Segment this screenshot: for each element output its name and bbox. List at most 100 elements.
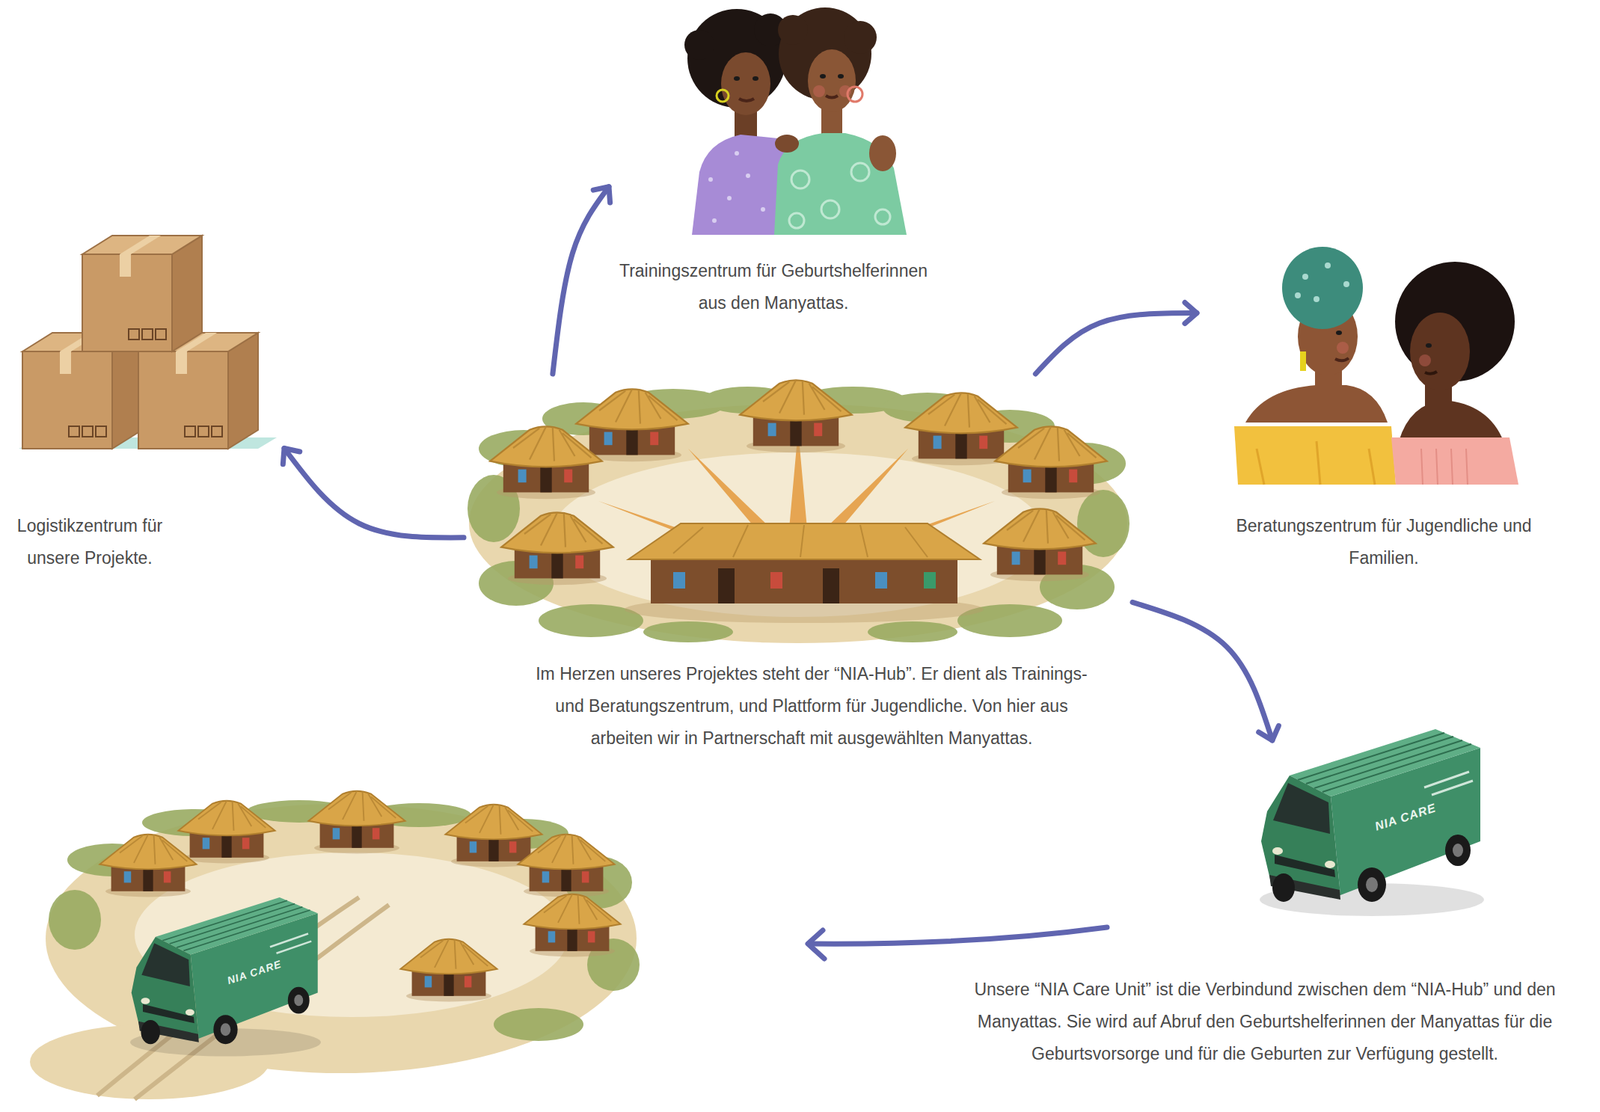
midwives-illustration-part bbox=[847, 86, 863, 102]
manyatta-village-part bbox=[517, 834, 615, 898]
van-label: NIA CARE bbox=[225, 958, 283, 987]
illustration-space bbox=[935, 740, 1597, 974]
midwives-illustration-part bbox=[869, 135, 897, 172]
hub-village-part bbox=[770, 572, 783, 589]
van-route-arrow-part bbox=[807, 930, 825, 959]
illustration-space bbox=[608, 3, 939, 256]
youth-illustration-part bbox=[1282, 246, 1363, 330]
connector-arrow bbox=[284, 448, 464, 539]
hub-village-part bbox=[875, 572, 888, 589]
caption-text: Unsere “NIA Care Unit” ist die Verbindun… bbox=[943, 973, 1587, 1071]
midwives-illustration-part-part bbox=[760, 207, 766, 212]
hub-village-part bbox=[650, 557, 958, 604]
youth-illustration-part-part bbox=[1313, 296, 1320, 303]
caption-text: Logistikzentrum für unsere Projekte. bbox=[3, 510, 176, 575]
caption-text: Trainingszentrum für Geburtshelferinnen … bbox=[612, 255, 935, 320]
youth-illustration-part bbox=[1421, 448, 1468, 485]
hub-village-part bbox=[739, 379, 852, 453]
caption-text: Im Herzen unseres Projektes steht der “N… bbox=[527, 658, 1096, 755]
midwives-illustration-part-part bbox=[734, 151, 740, 156]
midwives-illustration-part bbox=[843, 20, 877, 54]
hub-village-part bbox=[923, 572, 936, 589]
illustration-space bbox=[463, 374, 1133, 659]
hub-village bbox=[467, 379, 1130, 644]
youth-illustration-part bbox=[1335, 358, 1349, 361]
hub-village-part bbox=[489, 426, 603, 499]
midwives-illustration-part bbox=[721, 52, 771, 116]
training-center-node: Trainingszentrum für Geburtshelferinnen … bbox=[608, 3, 939, 320]
manyatta-village-part bbox=[130, 897, 321, 1057]
midwives-illustration-part-part bbox=[727, 195, 732, 201]
midwives-illustration-part-part bbox=[712, 218, 717, 223]
care-unit-node: Unsere “NIA Care Unit” ist die Verbindun… bbox=[935, 740, 1597, 1071]
van-label: NIA CARE bbox=[1373, 801, 1438, 834]
hub-village-part bbox=[501, 512, 614, 585]
midwives-illustration-part-part bbox=[708, 177, 713, 182]
youth-illustration-part bbox=[1410, 312, 1470, 391]
midwives-illustration-part bbox=[789, 163, 891, 229]
van-route-arrow-part bbox=[809, 927, 1108, 944]
midwives-illustration-part-part bbox=[791, 170, 810, 189]
youth-illustration-part bbox=[1256, 441, 1375, 485]
youth-illustration-part bbox=[1335, 330, 1342, 336]
midwives-illustration-part-part bbox=[821, 200, 840, 219]
manyatta-village-part bbox=[99, 834, 196, 898]
manyatta-village bbox=[29, 791, 640, 1100]
manyatta-village-part-part bbox=[493, 1008, 584, 1042]
youth-illustration-part bbox=[1424, 371, 1437, 375]
connector-arrow bbox=[552, 187, 609, 375]
manyatta-village-part bbox=[400, 939, 497, 1003]
care-van bbox=[1259, 729, 1485, 917]
midwives-illustration bbox=[684, 7, 907, 235]
youth-illustration-part bbox=[1418, 354, 1431, 367]
cardboard-boxes bbox=[18, 235, 277, 449]
midwives-illustration-part bbox=[837, 74, 844, 79]
midwives-illustration-part bbox=[739, 98, 754, 101]
manyatta-village-part bbox=[178, 801, 275, 864]
youth-illustration bbox=[1234, 246, 1519, 485]
manyatta-village-part-part bbox=[48, 890, 101, 950]
youth-illustration-part-part bbox=[1294, 292, 1301, 299]
youth-illustration-part bbox=[1294, 262, 1350, 303]
hub-village-part bbox=[575, 388, 689, 462]
hub-village-part bbox=[905, 392, 1018, 466]
hub-node: Im Herzen unseres Projektes steht der “N… bbox=[463, 374, 1133, 755]
logistics-center-node: Logistikzentrum für unsere Projekte. bbox=[3, 224, 285, 575]
van-route-arrow bbox=[807, 927, 1108, 959]
midwives-illustration-part bbox=[716, 89, 729, 102]
youth-illustration-part-part bbox=[1343, 281, 1350, 288]
midwives-illustration-part bbox=[839, 85, 852, 98]
connector-arrow bbox=[1035, 313, 1197, 375]
counseling-center-node: Beratungszentrum für Jugendliche und Fam… bbox=[1196, 239, 1571, 575]
hub-village-part bbox=[983, 508, 1096, 582]
midwives-illustration-part bbox=[774, 134, 799, 153]
midwives-illustration-part-part bbox=[789, 213, 805, 229]
midwives-illustration-part-part bbox=[745, 173, 751, 179]
hub-village-part-part bbox=[1077, 489, 1130, 558]
caption-text: Beratungszentrum für Jugendliche und Fam… bbox=[1226, 510, 1541, 575]
hub-village-part bbox=[673, 572, 686, 589]
youth-illustration-part bbox=[1391, 437, 1519, 485]
hub-village-part bbox=[628, 523, 980, 560]
midwives-illustration-part bbox=[684, 29, 715, 60]
midwives-illustration-part bbox=[777, 14, 808, 45]
illustration-space bbox=[1196, 239, 1571, 511]
youth-illustration-part bbox=[1300, 351, 1307, 372]
hub-village-part bbox=[718, 568, 735, 604]
midwives-illustration-part bbox=[813, 85, 826, 98]
midwives-illustration-part-part bbox=[875, 209, 891, 225]
youth-illustration-part-part bbox=[1302, 273, 1309, 280]
cardboard-boxes-part bbox=[82, 235, 202, 352]
hub-village-part bbox=[822, 568, 840, 604]
youth-illustration-part bbox=[1425, 343, 1432, 348]
midwives-illustration-part bbox=[807, 49, 856, 113]
youth-illustration-part bbox=[1336, 341, 1349, 354]
manyatta-village-part bbox=[308, 791, 405, 855]
midwives-illustration-part bbox=[774, 133, 907, 235]
hub-village-part-part bbox=[643, 621, 734, 643]
connector-arrow bbox=[1132, 602, 1273, 741]
manyatta-village-part bbox=[523, 894, 621, 958]
youth-illustration-part bbox=[1234, 426, 1396, 485]
